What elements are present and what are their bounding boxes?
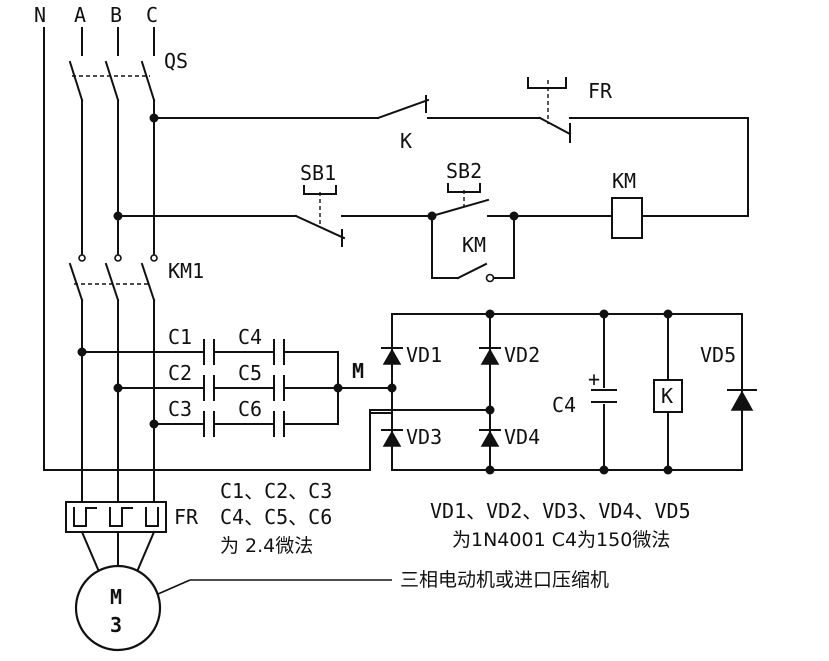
- label-c4: C4: [238, 325, 262, 349]
- label-qs: QS: [164, 49, 188, 73]
- km1-contactor: KM1: [68, 254, 204, 302]
- label-c2: C2: [168, 361, 192, 385]
- label-c3: C3: [168, 397, 192, 421]
- label-c1: C1: [168, 325, 192, 349]
- diode-vd2: [480, 348, 500, 365]
- label-k: K: [400, 129, 412, 153]
- label-sb2: SB2: [446, 159, 482, 183]
- diode-vd5: [730, 390, 754, 411]
- fr-contact-actuator: [527, 77, 567, 89]
- label-vd5: VD5: [700, 343, 736, 367]
- relay-k: [653, 379, 683, 413]
- note-caps-line1: C1、C2、C3: [220, 479, 332, 503]
- label-km-coil: KM: [612, 169, 636, 193]
- label-sb1: SB1: [300, 161, 336, 185]
- neutral-wire: [43, 27, 393, 471]
- note-motor-callout: 三相电动机或进口压缩机: [400, 569, 609, 591]
- label-vd2: VD2: [504, 343, 540, 367]
- sb1-actuator: [303, 185, 337, 195]
- motor-label-m: M: [110, 585, 122, 609]
- motor: M 3: [74, 564, 392, 652]
- km-coil: [611, 197, 643, 239]
- label-c4-plus: +: [588, 367, 600, 391]
- motor-label-3: 3: [110, 613, 122, 637]
- label-c: C: [146, 3, 158, 27]
- sb2-actuator: [447, 183, 481, 193]
- label-n: N: [34, 3, 46, 27]
- control-line-top: K FR: [153, 77, 749, 217]
- note-caps-line3: 为 2.4微法: [220, 535, 313, 557]
- rectifier-bridge: VD1 VD2 VD3 VD4 + C4 K VD5: [369, 309, 757, 475]
- diode-vd4: [480, 430, 500, 447]
- label-a: A: [74, 3, 86, 27]
- control-line-middle: SB1 SB2 KM KM: [117, 159, 749, 283]
- note-diodes-line2: 为1N4001 C4为150微法: [452, 529, 670, 551]
- label-km-aux: KM: [462, 233, 486, 257]
- label-vd4: VD4: [504, 425, 540, 449]
- diode-vd3: [382, 430, 402, 447]
- note-diodes-line1: VD1、VD2、VD3、VD4、VD5: [430, 499, 691, 523]
- label-vd3: VD3: [406, 425, 442, 449]
- label-c4-dc: C4: [552, 393, 576, 417]
- thermal-relay-fr: FR: [65, 501, 199, 533]
- capacitor-bank: C1 C4 C2 C5 C3 C6 M: [81, 325, 393, 437]
- label-node-m: M: [352, 359, 364, 383]
- label-km1: KM1: [168, 259, 204, 283]
- diode-vd1: [382, 348, 402, 365]
- label-vd1: VD1: [406, 343, 442, 367]
- note-caps-line2: C4、C5、C6: [220, 505, 332, 529]
- label-relay-k: K: [661, 384, 673, 408]
- label-fr-contact: FR: [588, 79, 613, 103]
- label-fr-relay: FR: [174, 505, 199, 529]
- qs-switch: QS: [68, 27, 188, 102]
- label-c6: C6: [238, 397, 262, 421]
- label-c5: C5: [238, 361, 262, 385]
- label-b: B: [110, 3, 122, 27]
